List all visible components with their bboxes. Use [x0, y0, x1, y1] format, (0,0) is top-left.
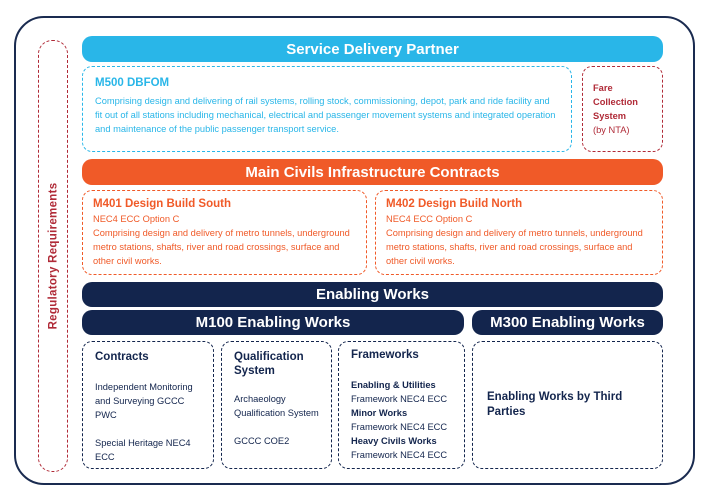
m401-box: M401 Design Build South NEC4 ECC Option …	[82, 190, 367, 275]
fare-line-2: Collection	[593, 97, 638, 107]
m402-title: M402 Design Build North	[386, 198, 523, 210]
m500-description: Comprising design and delivering of rail…	[95, 96, 556, 134]
framework-contract: Framework NEC4 ECC	[351, 450, 448, 460]
m402-description: Comprising design and delivery of metro …	[386, 228, 643, 266]
contracts-title: Contracts	[95, 351, 149, 363]
fare-line-3: System	[593, 111, 627, 121]
m500-title: M500 DBFOM	[95, 77, 170, 89]
framework-contract: Framework NEC4 ECC	[351, 394, 448, 404]
regulatory-requirements-label: Regulatory Requirements	[47, 182, 60, 330]
service-delivery-partner-bar: Service Delivery Partner	[82, 36, 663, 62]
regulatory-requirements-box	[38, 40, 68, 472]
contracts-item-2: Special Heritage NEC4 ECC	[95, 438, 191, 462]
third-parties-box: Enabling Works by Third Parties	[472, 341, 663, 469]
qualification-title: Qualification System	[234, 351, 304, 377]
framework-contract: Framework NEC4 ECC	[351, 422, 448, 432]
contracts-item-1: Independent Monitoring and Surveying GCC…	[95, 382, 193, 420]
framework-name: Minor Works	[351, 408, 408, 418]
m401-subtitle: NEC4 ECC Option C	[93, 214, 180, 224]
framework-name: Enabling & Utilities	[351, 380, 436, 390]
m500-box: M500 DBFOM Comprising design and deliver…	[82, 66, 572, 152]
m402-subtitle: NEC4 ECC Option C	[386, 214, 473, 224]
m401-description: Comprising design and delivery of metro …	[93, 228, 350, 266]
qualification-box: Qualification System Archaeology Qualifi…	[221, 341, 332, 469]
frameworks-box: Frameworks Enabling & Utilities Framewor…	[338, 341, 465, 469]
third-parties-label: Enabling Works by Third Parties	[487, 391, 623, 418]
enabling-works-bar: Enabling Works	[82, 282, 663, 307]
frameworks-title: Frameworks	[351, 349, 419, 361]
m300-bar: M300 Enabling Works	[472, 310, 663, 335]
framework-name: Heavy Civils Works	[351, 436, 437, 446]
m402-box: M402 Design Build North NEC4 ECC Option …	[375, 190, 663, 275]
qualification-item-2: GCCC COE2	[234, 436, 290, 446]
outer-frame	[14, 16, 695, 485]
main-civils-bar: Main Civils Infrastructure Contracts	[82, 159, 663, 185]
m100-bar: M100 Enabling Works	[82, 310, 464, 335]
regulatory-requirements: Regulatory Requirements	[38, 40, 68, 472]
qualification-item-1: Archaeology Qualification System	[234, 394, 319, 418]
fare-line-4: (by NTA)	[593, 125, 630, 135]
contracts-box: Contracts Independent Monitoring and Sur…	[82, 341, 214, 469]
fare-collection-box: Fare Collection System (by NTA)	[582, 66, 663, 152]
fare-line-1: Fare	[593, 83, 613, 93]
m401-title: M401 Design Build South	[93, 198, 232, 210]
